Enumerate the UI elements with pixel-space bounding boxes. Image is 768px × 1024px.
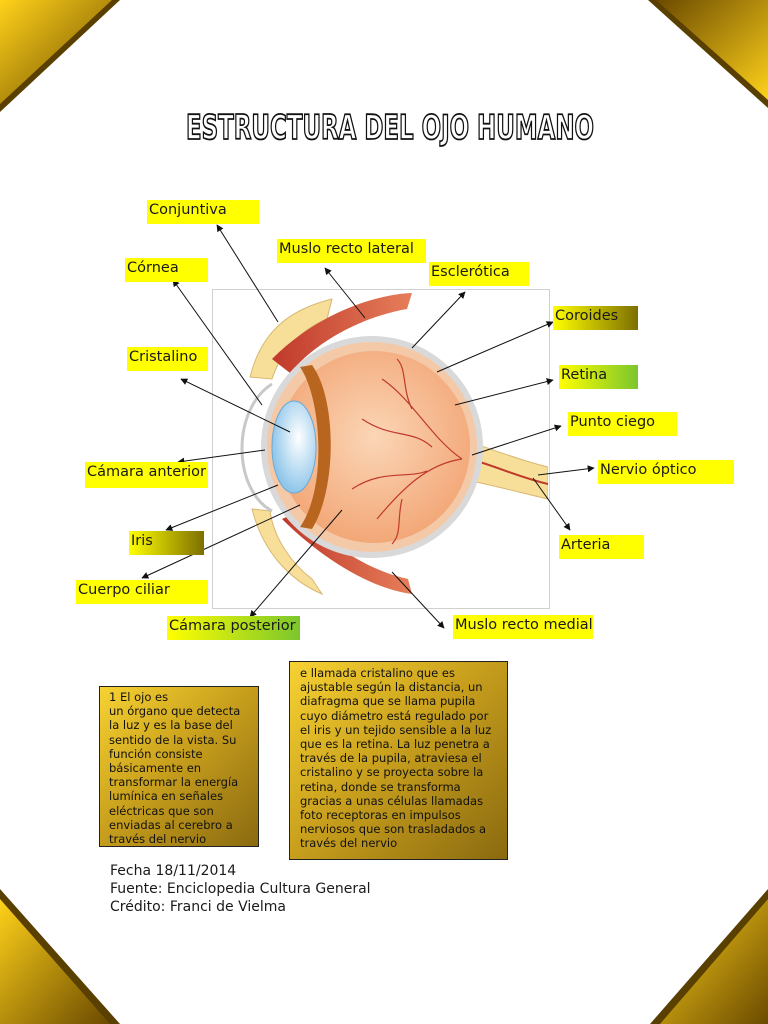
label-musculo-recto-medial: Muslo recto medial [453, 615, 593, 639]
label-esclerotica: Esclerótica [429, 262, 529, 286]
intro-paragraph: un órgano que detecta la luz y es la bas… [109, 704, 241, 847]
label-punto-ciego: Punto ciego [568, 412, 677, 436]
label-camara-posterior: Cámara posterior [167, 616, 300, 640]
label-cristalino: Cristalino [127, 347, 208, 371]
corner-top-right [648, 0, 768, 108]
intro-heading: 1 El ojo es [109, 690, 169, 704]
label-nervio-optico: Nervio óptico [598, 460, 734, 484]
label-cornea: Córnea [125, 258, 208, 282]
fuente-text: Fuente: Enciclopedia Cultura General [110, 881, 371, 897]
svg-text:ESTRUCTURA DEL OJO HUMANO: ESTRUCTURA DEL OJO HUMANO [186, 108, 594, 148]
credits-block: Fecha 18/11/2014 Fuente: Enciclopedia Cu… [110, 862, 371, 916]
eye-illustration [240, 293, 548, 596]
corner-bottom-left [0, 889, 120, 1024]
intro-text-box: 1 El ojo es un órgano que detecta la luz… [99, 686, 259, 847]
corner-top-left [0, 0, 120, 112]
label-arteria: Arteria [559, 535, 644, 559]
detail-text-box: e llamada cristalino que es ajustable se… [289, 661, 508, 860]
label-musculo-recto-lateral: Muslo recto lateral [277, 239, 426, 263]
fecha-text: Fecha 18/11/2014 [110, 863, 237, 879]
corner-bottom-right [650, 889, 768, 1024]
label-iris: Iris [129, 531, 204, 555]
page-title: ESTRUCTURA DEL OJO HUMANO [185, 108, 595, 148]
label-camara-anterior: Cámara anterior [85, 462, 208, 488]
label-conjuntiva: Conjuntiva [147, 200, 259, 224]
label-retina: Retina [559, 365, 638, 389]
detail-paragraph: e llamada cristalino que es ajustable se… [300, 666, 492, 851]
credito-text: Crédito: Franci de Vielma [110, 899, 286, 915]
label-coroides: Coroides [553, 306, 638, 330]
label-cuerpo-ciliar: Cuerpo ciliar [76, 580, 208, 604]
